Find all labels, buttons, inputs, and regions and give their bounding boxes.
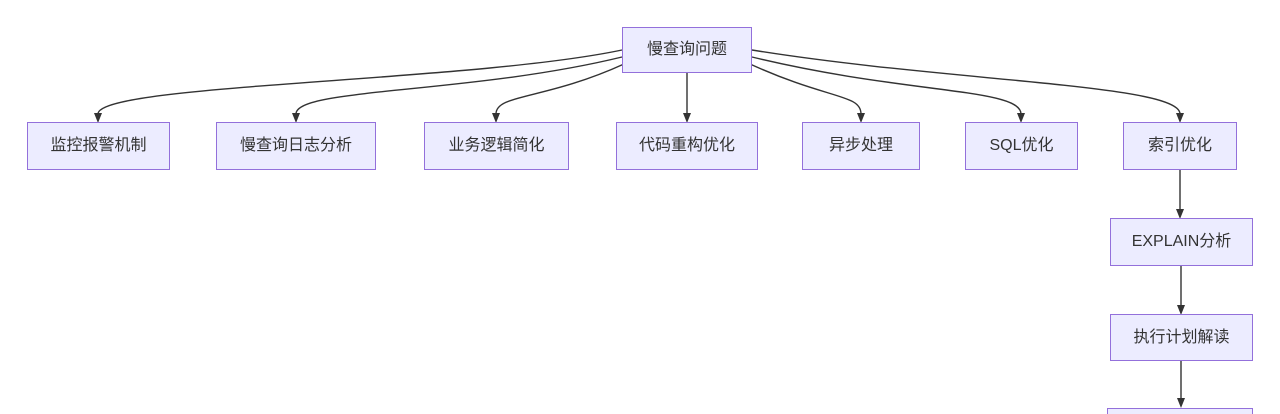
edge-root-sql	[751, 56, 1025, 123]
node-partial-bottom	[1107, 408, 1253, 414]
node-explain-analysis: EXPLAIN分析	[1110, 218, 1253, 266]
edge-root-business-logic	[492, 63, 625, 123]
node-business-logic: 业务逻辑简化	[424, 122, 569, 170]
node-label: 慢查询日志分析	[239, 137, 352, 155]
node-async-processing: 异步处理	[802, 122, 920, 170]
node-label: 异步处理	[828, 137, 893, 155]
node-label: 索引优化	[1147, 137, 1212, 155]
node-label: EXPLAIN分析	[1131, 233, 1232, 251]
edge-root-index	[751, 49, 1184, 123]
node-code-refactor: 代码重构优化	[616, 122, 758, 170]
node-slow-log-analysis: 慢查询日志分析	[216, 122, 376, 170]
node-label: 业务逻辑简化	[448, 137, 545, 155]
node-label: 慢查询问题	[646, 41, 727, 59]
edge-root-slow-log	[292, 56, 623, 123]
node-execution-plan: 执行计划解读	[1110, 314, 1253, 361]
node-index-optimization: 索引优化	[1123, 122, 1237, 170]
node-label: 代码重构优化	[638, 137, 735, 155]
node-label: 监控报警机制	[50, 137, 147, 155]
node-label: 执行计划解读	[1133, 328, 1230, 346]
node-monitoring-alert: 监控报警机制	[27, 122, 170, 170]
edge-root-monitoring	[94, 49, 623, 123]
edge-root-async	[749, 63, 865, 123]
node-label: SQL优化	[989, 137, 1054, 155]
node-slow-query-problem: 慢查询问题	[622, 27, 752, 73]
node-sql-optimization: SQL优化	[965, 122, 1078, 170]
